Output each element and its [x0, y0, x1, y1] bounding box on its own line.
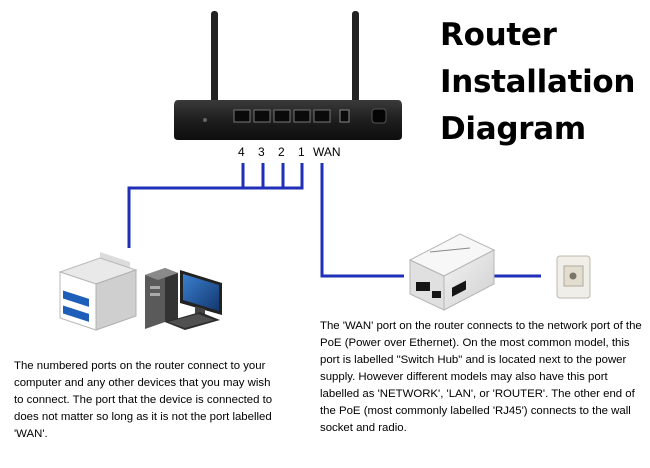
port-label-3: 3: [258, 145, 265, 159]
wan-cable: [320, 163, 404, 278]
title-line-2: Installation: [440, 64, 636, 100]
port-label-4: 4: [238, 145, 245, 159]
wall-socket-image: [556, 255, 591, 299]
router-power-jack: [339, 109, 350, 123]
lan-ports-caption: The numbered ports on the router connect…: [14, 360, 273, 440]
router-antenna-right: [352, 11, 359, 107]
printer-image: [58, 252, 138, 331]
poe-injector-image: [408, 233, 496, 311]
title-line-1: Router: [440, 17, 557, 53]
router-reset-hole: [203, 118, 207, 122]
port-label-1: 1: [298, 145, 305, 159]
lan-cables: [127, 163, 304, 248]
port-label-2: 2: [278, 145, 285, 159]
router-antenna-left: [211, 11, 218, 107]
router-power-button: [371, 108, 387, 124]
router-port-block: [233, 109, 331, 123]
wan-port-caption: The 'WAN' port on the router connects to…: [320, 320, 642, 434]
title-line-3: Diagram: [440, 111, 586, 147]
diagram-title: Router Installation Diagram: [440, 12, 645, 153]
router-image: [174, 11, 402, 140]
computer-image: [145, 268, 222, 330]
port-label-wan: WAN: [313, 145, 341, 159]
